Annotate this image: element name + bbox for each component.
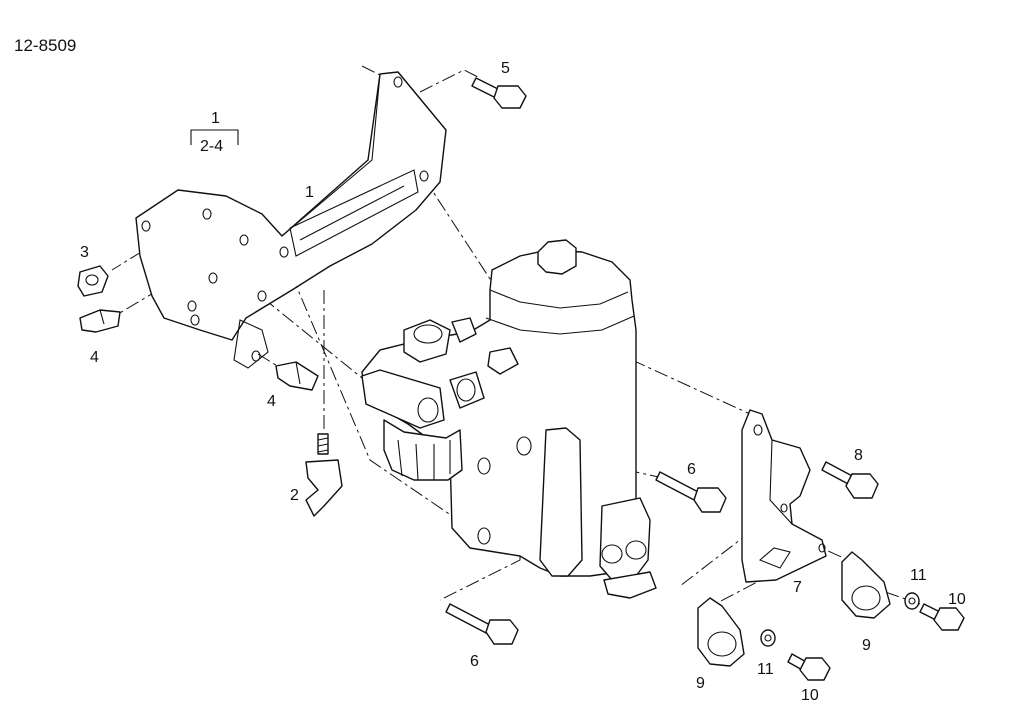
group-label: 1 2-4 [190,110,239,155]
clip-mid [275,361,319,391]
callout-bracket: 1 [305,184,314,201]
clamp-right [841,551,891,619]
mounting-bracket [135,71,447,369]
callout-screw-bottom: 10 [801,687,819,704]
callout-bolt-bottom: 6 [470,653,479,670]
bolt-center [655,471,727,513]
callout-bolt-right: 8 [854,447,863,464]
callout-clip-small: 3 [80,244,89,261]
callout-stud-clamp: 2 [290,487,299,504]
callout-clip-left: 4 [90,349,99,366]
group-label-top: 1 [211,110,220,127]
stud-clamp [305,433,343,517]
bolt-top [471,77,527,109]
callout-bolt-center: 6 [687,461,696,478]
screw-right [919,603,965,631]
small-bracket [741,409,827,583]
fuel-filter-housing [361,239,657,599]
bolt-bottom [445,603,519,645]
callout-bolt-top: 5 [501,60,510,77]
washer-bottom [760,629,776,647]
callout-screw-right: 10 [948,591,966,608]
callout-washer-bottom: 11 [757,661,774,678]
bolt-right [821,461,879,499]
group-label-bottom: 2-4 [200,138,223,155]
callout-clamp-right: 9 [862,637,871,654]
figure-id: 12-8509 [14,36,76,55]
clip-small [77,265,109,297]
callout-clip-mid: 4 [267,393,276,410]
clamp-bottom [697,597,745,667]
screw-bottom [787,653,831,681]
callout-clamp-bottom: 9 [696,675,705,692]
callout-small-bracket: 7 [793,579,802,596]
washer-right [904,592,920,610]
clip-left [79,309,121,333]
callout-washer-right: 11 [910,567,927,584]
